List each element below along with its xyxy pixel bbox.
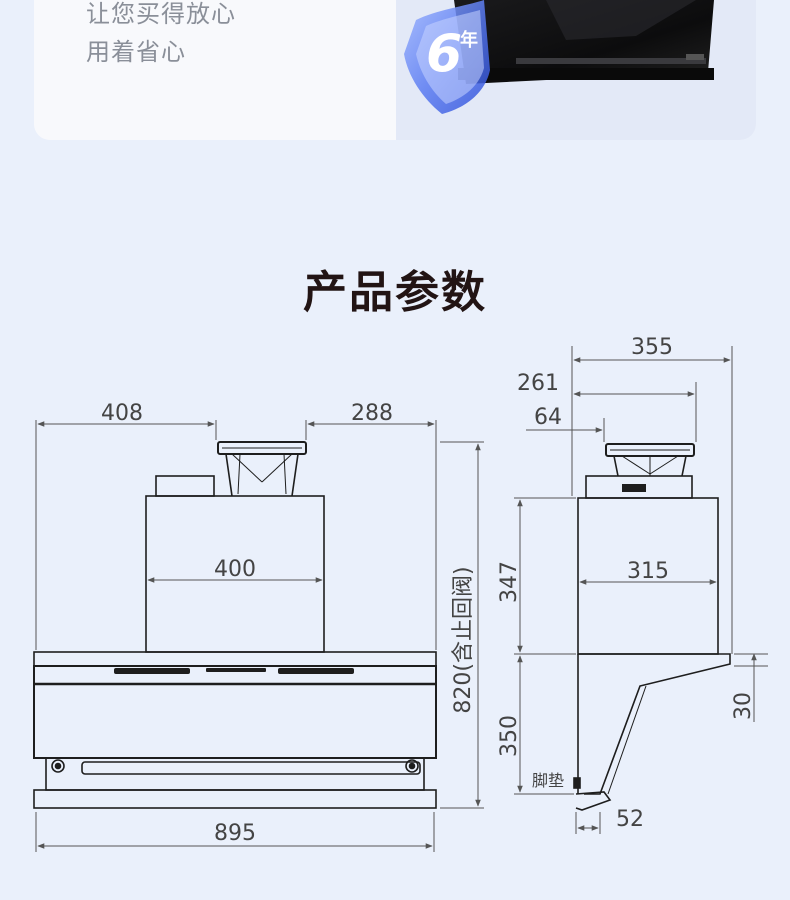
- side-view: [573, 443, 731, 811]
- range-hood-photo: [404, 0, 714, 114]
- dim-30: 30: [731, 692, 756, 720]
- front-view: [33, 441, 437, 809]
- dim-350: 350: [497, 715, 522, 757]
- dim-315: 315: [627, 559, 669, 584]
- dim-895: 895: [214, 821, 256, 846]
- dim-288: 288: [351, 401, 393, 426]
- dim-400: 400: [214, 557, 256, 582]
- dim-347: 347: [497, 561, 522, 603]
- front-dimensions: [35, 420, 484, 852]
- foot-pad-label: 脚垫: [532, 771, 564, 790]
- dim-408: 408: [101, 401, 143, 426]
- dim-52: 52: [616, 807, 644, 832]
- warranty-unit: 年: [460, 30, 478, 51]
- dim-64: 64: [534, 405, 562, 430]
- product-photo-area: 6 年: [396, 0, 756, 140]
- promo-line-2: 用着省心: [86, 38, 186, 66]
- warranty-shield-icon: [404, 0, 490, 114]
- promo-card: 让您买得放心 用着省心: [34, 0, 756, 140]
- label-plate: [622, 484, 646, 492]
- promo-line-1: 让您买得放心: [86, 0, 236, 28]
- dim-355: 355: [631, 335, 673, 360]
- control-buttons: [114, 668, 354, 674]
- section-title: 产品参数: [303, 267, 487, 318]
- warranty-number: 6: [426, 24, 463, 84]
- dim-261: 261: [517, 371, 559, 396]
- dim-820: 820(含止回阀): [451, 566, 476, 713]
- side-dimensions: [514, 346, 768, 834]
